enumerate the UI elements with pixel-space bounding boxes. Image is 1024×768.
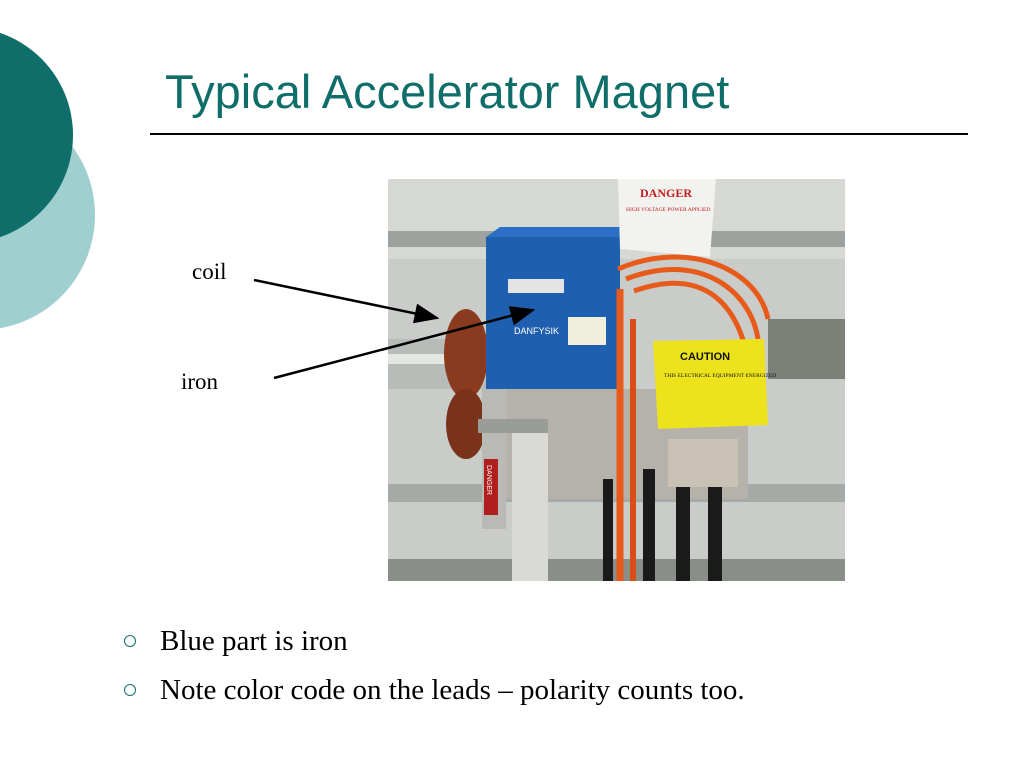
corner-decoration [0,32,95,329]
danger-sign-heading: DANGER [640,186,692,200]
title-divider [150,133,968,135]
maker-label: DANFYSIK [514,326,559,336]
slide-title: Typical Accelerator Magnet [165,65,730,118]
cylinder-danger-label: DANGER [485,465,492,495]
danger-sign-text: HIGH VOLTAGE POWER APPLIED [626,207,710,213]
iron-label: iron [181,369,219,394]
bullet-text: Blue part is iron [160,625,348,657]
bullet-text: Note color code on the leads – polarity … [160,674,745,706]
bullet-circle-icon [124,635,136,647]
caution-sign-text: THIS ELECTRICAL EQUIPMENT ENERGIZED [664,373,776,379]
coil-label: coil [192,259,227,284]
caution-sign-heading: CAUTION [680,351,730,363]
magnet-photo: DANFYSIK DANGER HIGH VOLTAGE POWER APPLI… [388,179,845,581]
bullet-circle-icon [124,684,136,696]
